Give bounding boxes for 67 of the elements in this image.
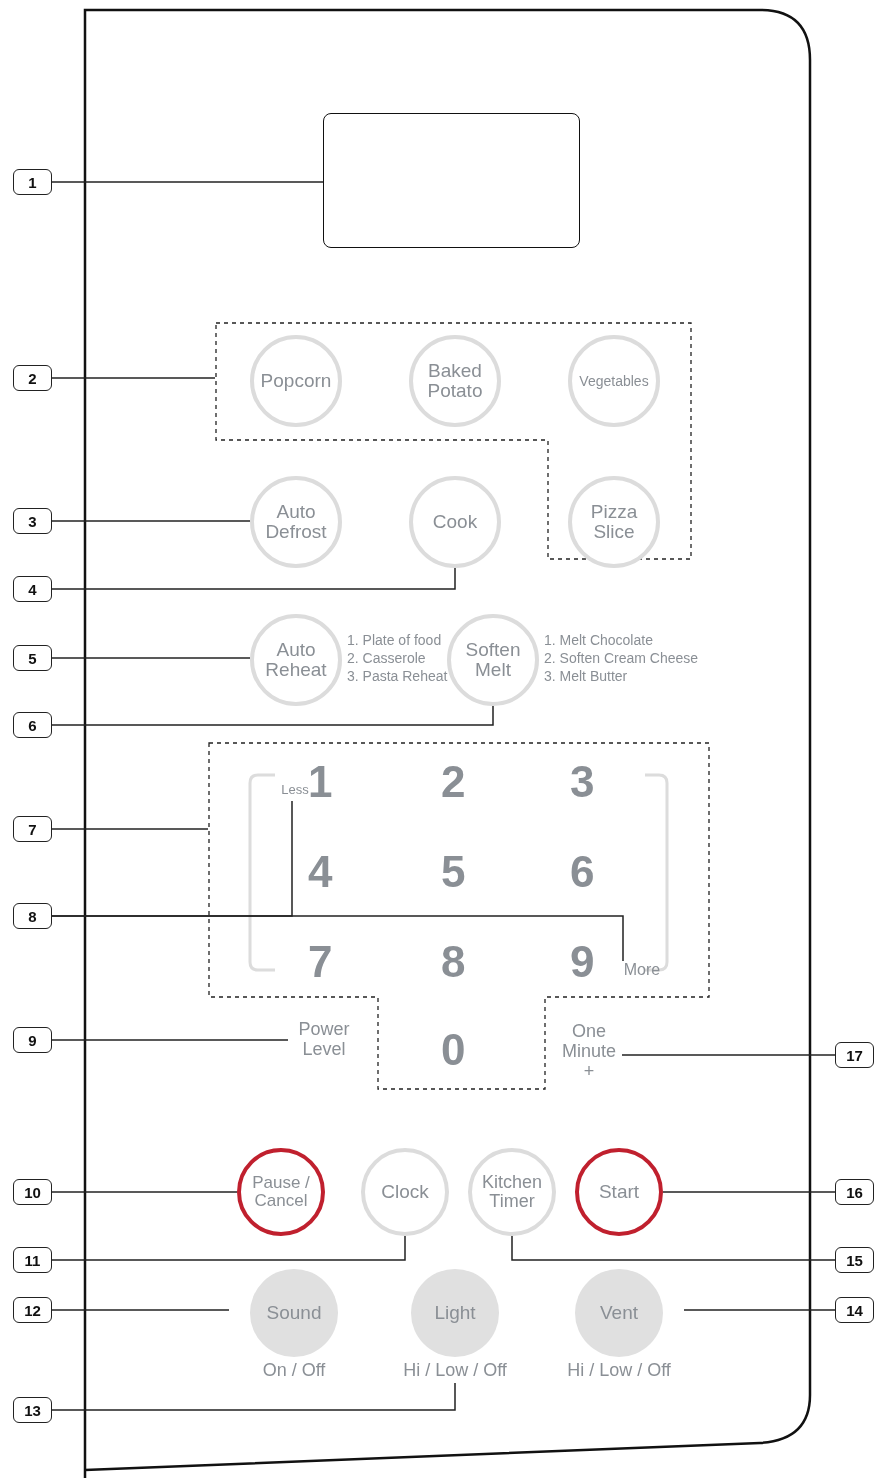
leader-line [51,520,251,522]
option-text: 1. Melt Chocolate [544,631,654,650]
callout-number: 10 [13,1179,52,1205]
callout-number: 1 [13,169,52,195]
leader-line [51,1039,289,1041]
round-button: Pause / Cancel [237,1148,325,1236]
callout-number: 3 [13,508,52,534]
leader-line [662,1191,836,1193]
leader-line [51,377,216,379]
callout-number: 12 [13,1297,52,1323]
callout-number: 5 [13,645,52,671]
leader-line [511,1235,836,1261]
callout-number: 6 [13,712,52,738]
number-key: 3 [570,760,595,804]
round-button: Light [411,1269,499,1357]
number-key: 5 [441,850,466,894]
number-key: 6 [570,850,595,894]
callout-number: 8 [13,903,52,929]
round-button: Kitchen Timer [468,1148,556,1236]
round-button: Sound [250,1269,338,1357]
round-button: Clock [361,1148,449,1236]
dashed-outline [208,742,710,1090]
round-button: Start [575,1148,663,1236]
option-text: 3. Pasta Reheat [347,667,448,686]
option-text: 2. Casserole [347,649,427,668]
callout-number: 13 [13,1397,52,1423]
leader-line [683,1309,836,1311]
leader-line [51,181,324,183]
number-key: 4 [308,850,333,894]
option-text: 1. Plate of food [347,631,443,650]
round-button: Baked Potato [409,335,501,427]
round-button: Popcorn [250,335,342,427]
round-button: Auto Defrost [250,476,342,568]
round-button: Vegetables [568,335,660,427]
leader-line [621,1054,836,1056]
round-button: Vent [575,1269,663,1357]
callout-number: 7 [13,816,52,842]
option-text: 2. Soften Cream Cheese [544,649,699,668]
number-key: 7 [308,940,333,984]
callout-number: 2 [13,365,52,391]
leader-line [51,1309,230,1311]
callout-number: 4 [13,576,52,602]
leader-line [51,915,624,962]
callout-number: 14 [835,1297,874,1323]
number-key: 0 [441,1028,466,1072]
number-key: 2 [441,760,466,804]
leader-line [51,1382,456,1411]
option-text: 3. Melt Butter [544,667,629,686]
callout-number: 9 [13,1027,52,1053]
round-button: Pizza Slice [568,476,660,568]
callout-number: 15 [835,1247,874,1273]
scale-label: Less [279,783,311,801]
leader-line [51,567,456,590]
number-key: 9 [570,940,595,984]
display-window [323,113,580,248]
leader-line [51,705,494,726]
number-key: 1 [308,760,333,804]
callout-number: 16 [835,1179,874,1205]
leader-line [51,828,209,830]
scale-label: More [620,961,664,983]
callout-number: 17 [835,1042,874,1068]
leader-line [51,1235,406,1261]
round-button: Cook [409,476,501,568]
callout-number: 11 [13,1247,52,1273]
number-key: 8 [441,940,466,984]
leader-line [51,1191,238,1193]
leader-line [51,657,251,659]
